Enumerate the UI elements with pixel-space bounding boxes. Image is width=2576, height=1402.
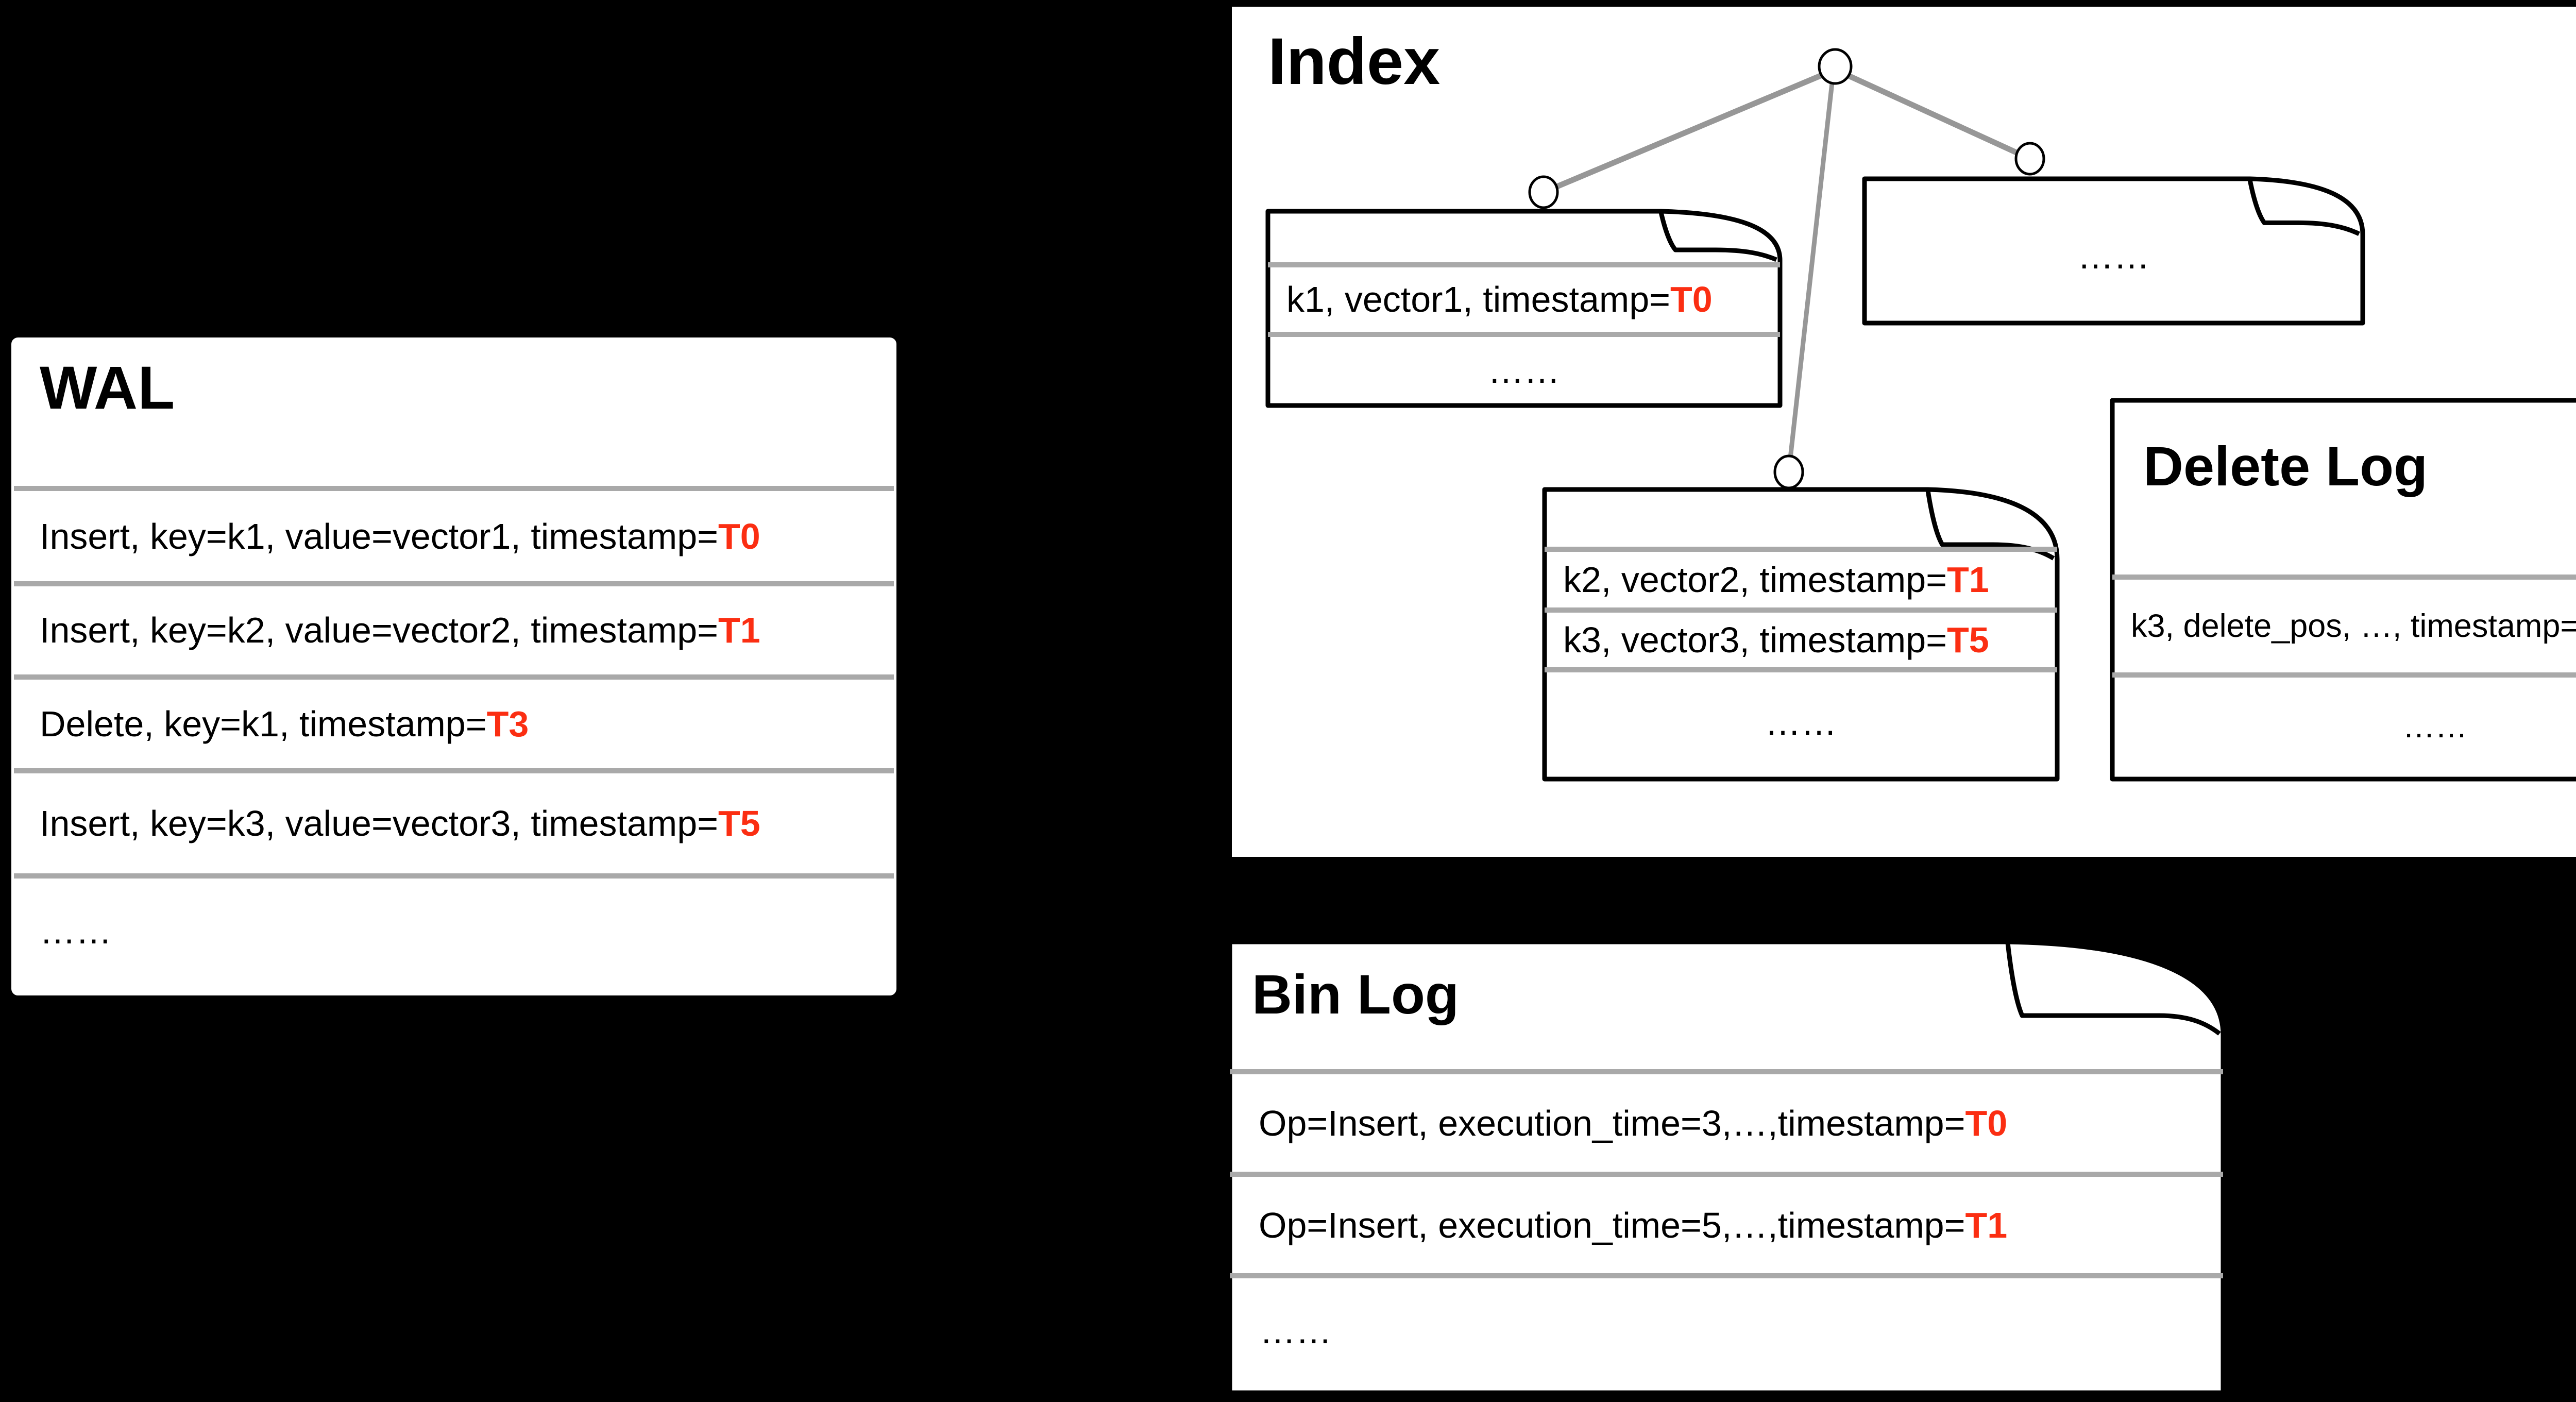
bin-log: Bin Log Op=Insert, execution_time=3,…,ti… [1227,939,2226,1395]
log-text: …… [1765,702,1837,742]
divider [14,873,894,879]
divider [1268,332,1780,337]
wal-log-entry: Insert, key=k3, value=vector3, timestamp… [14,774,894,872]
index-segment-page-more: …… [1862,176,2365,326]
segment-entry: …… [1268,338,1780,403]
log-text: k3, delete_pos, …, timestamp= [2131,608,2576,644]
timestamp-value: T1 [1965,1205,2008,1245]
wal-log-entry: Delete, key=k1, timestamp=T3 [14,681,894,767]
timestamp-value: T0 [1965,1103,2008,1143]
delete-log-entry: …… [2112,679,2576,774]
divider [1268,262,1780,267]
log-text: Op=Insert, execution_time=3,…,timestamp= [1259,1103,1965,1143]
divider [14,674,894,680]
timestamp-value: T3 [486,703,529,744]
divider [1545,667,2057,672]
page-outline [1862,176,2365,326]
tree-node [1528,175,1559,209]
log-text: Insert, key=k3, value=vector3, timestamp… [40,803,719,843]
divider [1230,1273,2223,1278]
log-text: k3, vector3, timestamp= [1563,620,1947,660]
wal-log-entry: Insert, key=k2, value=vector2, timestamp… [14,587,894,673]
bin-log-entry: Op=Insert, execution_time=3,…,timestamp=… [1230,1075,2223,1171]
log-text: Delete, key=k1, timestamp= [40,703,487,744]
divider [2112,575,2576,580]
bin-log-title: Bin Log [1252,963,1459,1025]
page-outline [1265,209,1783,408]
tree-edge [1834,66,2031,162]
wal-title: WAL [40,354,175,422]
divider [1545,607,2057,613]
timestamp-value: T0 [1670,279,1713,319]
log-text: Insert, key=k2, value=vector2, timestamp… [40,610,719,650]
tree-edge [1542,66,1837,195]
segment-entry: …… [1545,673,2057,771]
divider [1545,547,2057,552]
tree-edge [1786,73,1836,472]
page-outline [1542,487,2060,782]
index-tree [1528,48,2045,489]
delete-log-entry: k3, delete_pos, …, timestamp=T3 [2112,581,2576,671]
tree-node [2014,142,2045,176]
timestamp-value: T0 [718,516,760,556]
bin-log-entry: …… [1230,1279,2223,1382]
log-text: …… [1260,1311,1332,1351]
page-outline [1227,939,2226,1395]
divider [14,768,894,773]
index-title: Index [1268,25,1440,98]
log-text: Op=Insert, execution_time=5,…,timestamp= [1259,1205,1965,1245]
index-segment-page-k2-k3: k2, vector2, timestamp=T1 k3, vector3, t… [1542,487,2060,782]
wal-log-entry: Insert, key=k1, value=vector1, timestamp… [14,492,894,581]
bin-log-entry: Op=Insert, execution_time=5,…,timestamp=… [1230,1178,2223,1272]
divider [1230,1069,2223,1074]
wal-box: WAL Insert, key=k1, value=vector1, times… [9,335,899,998]
timestamp-value: T5 [718,803,760,843]
index-segment-page-k1: k1, vector1, timestamp=T0 …… [1265,209,1783,408]
timestamp-value: T1 [1947,560,1989,600]
divider [14,486,894,491]
tree-node-root [1818,48,1853,85]
divider [1230,1172,2223,1177]
segment-entry: k2, vector2, timestamp=T1 [1545,553,2057,606]
log-text: …… [40,911,112,951]
segment-entry: k1, vector1, timestamp=T0 [1268,268,1780,330]
segment-entry: k3, vector3, timestamp=T5 [1545,614,2057,666]
log-text: k2, vector2, timestamp= [1563,560,1947,600]
timestamp-value: T5 [1947,620,1989,660]
divider [14,581,894,586]
log-text: k1, vector1, timestamp= [1286,279,1671,319]
divider [2112,672,2576,678]
segment-entry: …… [1865,207,2363,305]
log-text: …… [2402,708,2468,745]
delete-log: Delete Log k3, delete_pos, …, timestamp=… [2110,398,2576,782]
log-text: Insert, key=k1, value=vector1, timestamp… [40,516,719,556]
wal-log-entry: …… [14,880,894,983]
index-panel: Index k1, vector1, timestamp=T0 …… [1232,7,2576,857]
timestamp-value: T1 [718,610,760,650]
delete-log-title: Delete Log [2143,435,2428,497]
tree-node [1773,454,1804,489]
log-text: …… [2077,236,2150,276]
log-text: …… [1488,350,1560,391]
page-outline [2110,398,2576,782]
